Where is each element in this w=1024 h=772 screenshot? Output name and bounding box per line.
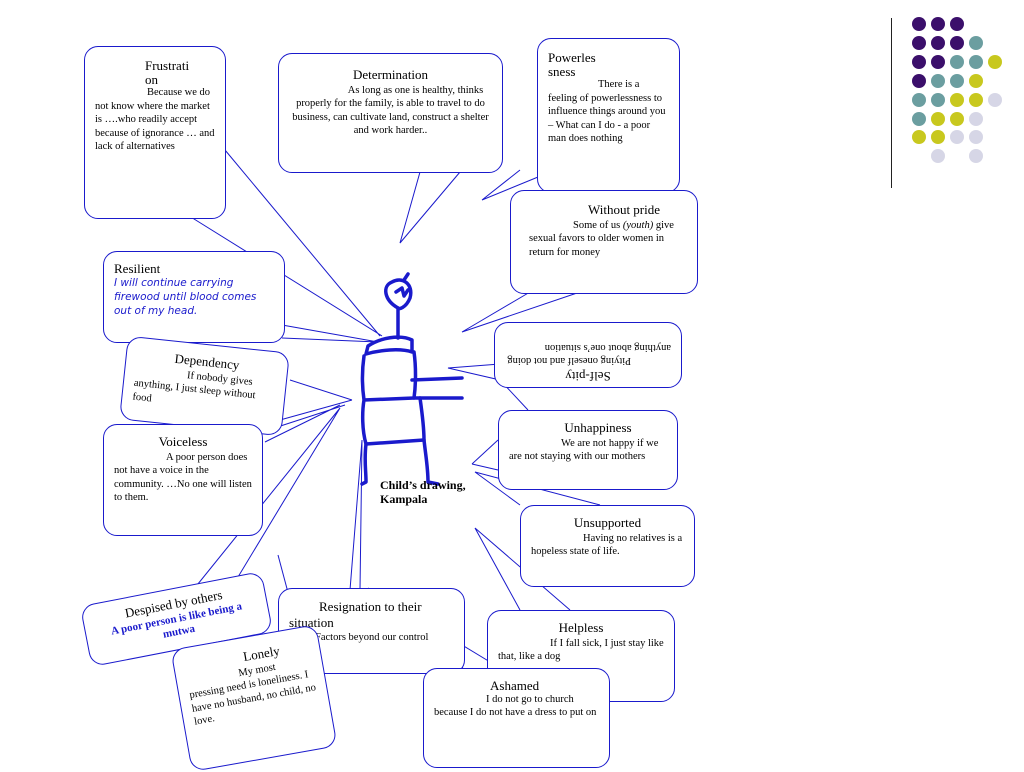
bubble-ashamed-body: I do not go to church because I do not h… [434,693,597,719]
figure-torso [360,335,426,446]
bubble-resilient-body: I will continue carrying firewood until … [114,276,257,317]
pointer-without-pride [461,291,581,333]
pointer-determination [399,171,461,244]
dot [950,130,964,144]
pointer-resilient [281,324,379,343]
dot [931,55,945,69]
bubble-unhappiness-title: Unhappiness [564,420,632,435]
without-pride-text-b: give sexual favors to older women in ret… [529,219,674,258]
dot [931,74,945,88]
bubble-helpless-body: If I fall sick, I just stay like that, l… [498,637,664,663]
dot [931,36,945,50]
dot [969,74,983,88]
dot [969,149,983,163]
bubble-self-pity-title: Self-pity [565,369,611,384]
pointer-unsupported [474,471,601,506]
figure-legs [360,438,440,486]
dot [950,112,964,126]
bubble-voiceless-body: A poor person does not have a voice in t… [114,451,252,504]
bubble-without-pride-title: Without pride [587,202,661,217]
bubble-self-pity-body: Pitying oneself and not doing anything a… [507,342,671,367]
bubble-without-pride: Without pride Some of us (youth) give se… [510,190,698,294]
dot [931,112,945,126]
figure-caption: Child’s drawing, Kampala [380,478,466,506]
dot [931,149,945,163]
dot [969,36,983,50]
bubble-resignation-title: Resignation to their situation [289,599,422,630]
dot [931,130,945,144]
pointer-self-pity [447,363,529,411]
pointer-resignation [349,439,363,591]
without-pride-text-a: Some of us [573,219,623,231]
dot [912,36,926,50]
bubble-resignation-body: Factors beyond our control [315,632,429,643]
dot [912,17,926,31]
bubble-without-pride-body: Some of us (youth) give sexual favors to… [521,219,687,260]
figure-arm [410,376,464,400]
dot [912,93,926,107]
dot [950,36,964,50]
dot [912,130,926,144]
dot [988,93,1002,107]
bubble-determination-title: Determination [352,67,429,82]
divider-line [891,18,892,188]
bubble-ashamed: Ashamed I do not go to church because I … [423,668,610,768]
stick-figure [360,272,464,486]
bubble-lonely: Lonely My most pressing need is loneline… [170,624,338,772]
bubble-determination-body: As long as one is healthy, thinks proper… [292,84,489,137]
bubble-self-pity: Self-pity Pitying oneself and not doing … [494,322,682,388]
bubble-frustration-body: Because we do not know where the market … [95,87,215,152]
bubble-powerlessness: Powerles sness There is a feeling of pow… [537,38,680,193]
bubble-resilient: Resilient I will continue carrying firew… [103,251,285,343]
bubble-helpless-title: Helpless [558,620,604,635]
bubble-frustration: Frustrati on Because we do not know wher… [84,46,226,219]
bubble-unhappiness-body: We are not happy if we are not staying w… [509,437,659,463]
dot [912,55,926,69]
bubble-voiceless-title: Voiceless [158,434,208,449]
bubble-determination: Determination As long as one is healthy,… [278,53,503,173]
bubble-unsupported: Unsupported Having no relatives is a hop… [520,505,695,587]
pointer-dependency [279,379,353,421]
dot [950,93,964,107]
without-pride-text-em: (youth) [622,219,654,231]
bubble-unsupported-title: Unsupported [573,515,642,530]
dot [969,112,983,126]
dot [912,74,926,88]
bubble-voiceless: Voiceless A poor person does not have a … [103,424,263,536]
dot [950,74,964,88]
bubble-powerlessness-body: There is a feeling of powerlessness to i… [548,79,666,144]
dot [950,17,964,31]
bubble-dependency: Dependency If nobody gives anything, I j… [119,335,290,437]
dot [931,93,945,107]
bubble-unhappiness: Unhappiness We are not happy if we are n… [498,410,678,490]
pointer-powerlessness [481,167,561,201]
dot [969,130,983,144]
bubble-resilient-title: Resilient [114,261,161,276]
bubble-powerlessness-title: Powerles sness [548,50,596,79]
dot [988,55,1002,69]
dot [912,112,926,126]
bubble-frustration-title: Frustrati on [145,58,190,87]
dot [969,55,983,69]
dot [969,93,983,107]
bubble-unsupported-body: Having no relatives is a hopeless state … [531,532,683,558]
dot [931,17,945,31]
figure-head [384,272,413,311]
pointer-unhappiness [471,439,499,471]
dot [950,55,964,69]
bubble-ashamed-title: Ashamed [490,678,540,693]
